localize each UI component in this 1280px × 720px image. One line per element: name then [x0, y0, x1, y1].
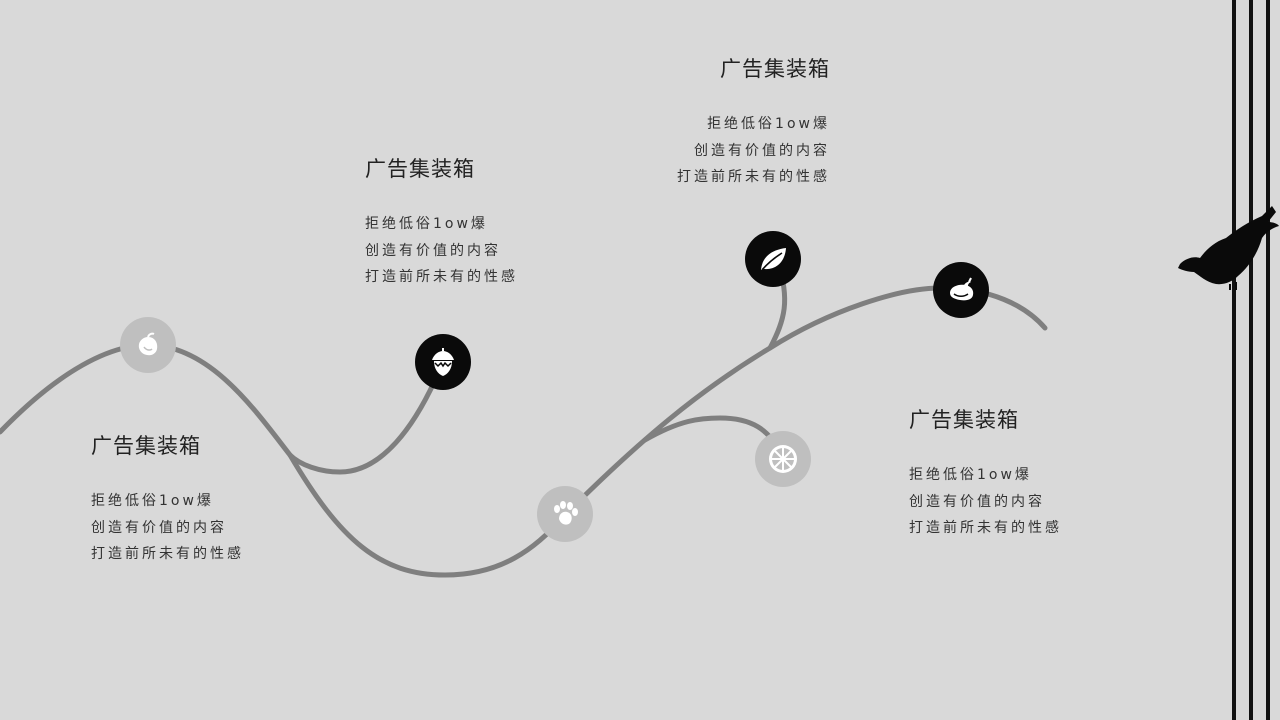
block-line: 创造有价值的内容 — [909, 493, 1045, 510]
block-title: 广告集装箱 — [909, 408, 1019, 432]
block-line: 打造前所未有的性感 — [677, 169, 830, 185]
block-line: 创造有价值的内容 — [365, 242, 501, 259]
bird-silhouette — [1178, 206, 1279, 290]
block-title: 广告集装箱 — [365, 157, 475, 181]
info-block-2: 广告集装箱 拒绝低俗1ow爆 创造有价值的内容 打造前所未有的性感 — [365, 157, 518, 291]
block-line: 拒绝低俗1ow爆 — [365, 216, 488, 232]
paw-icon — [537, 486, 593, 542]
block-line: 拒绝低俗1ow爆 — [909, 467, 1032, 483]
block-line: 创造有价值的内容 — [694, 142, 830, 159]
lemon-slice-icon — [755, 431, 811, 487]
block-line: 打造前所未有的性感 — [365, 269, 518, 285]
eggplant-icon — [933, 262, 989, 318]
block-title: 广告集装箱 — [720, 57, 830, 81]
info-block-4: 广告集装箱 拒绝低俗1ow爆 创造有价值的内容 打造前所未有的性感 — [909, 408, 1062, 542]
info-block-3: 广告集装箱 拒绝低俗1ow爆 创造有价值的内容 打造前所未有的性感 — [677, 57, 830, 191]
leaf-icon — [745, 231, 801, 287]
block-line: 拒绝低俗1ow爆 — [91, 493, 214, 509]
block-title: 广告集装箱 — [91, 434, 201, 458]
wire-line — [1266, 0, 1270, 720]
block-line: 打造前所未有的性感 — [91, 546, 244, 562]
mango-icon — [120, 317, 176, 373]
block-line: 拒绝低俗1ow爆 — [707, 116, 830, 132]
wire-line — [1249, 0, 1253, 720]
acorn-icon — [415, 334, 471, 390]
block-line: 打造前所未有的性感 — [909, 520, 1062, 536]
info-block-1: 广告集装箱 拒绝低俗1ow爆 创造有价值的内容 打造前所未有的性感 — [91, 434, 244, 568]
wire-line — [1232, 0, 1236, 720]
block-line: 创造有价值的内容 — [91, 519, 227, 536]
